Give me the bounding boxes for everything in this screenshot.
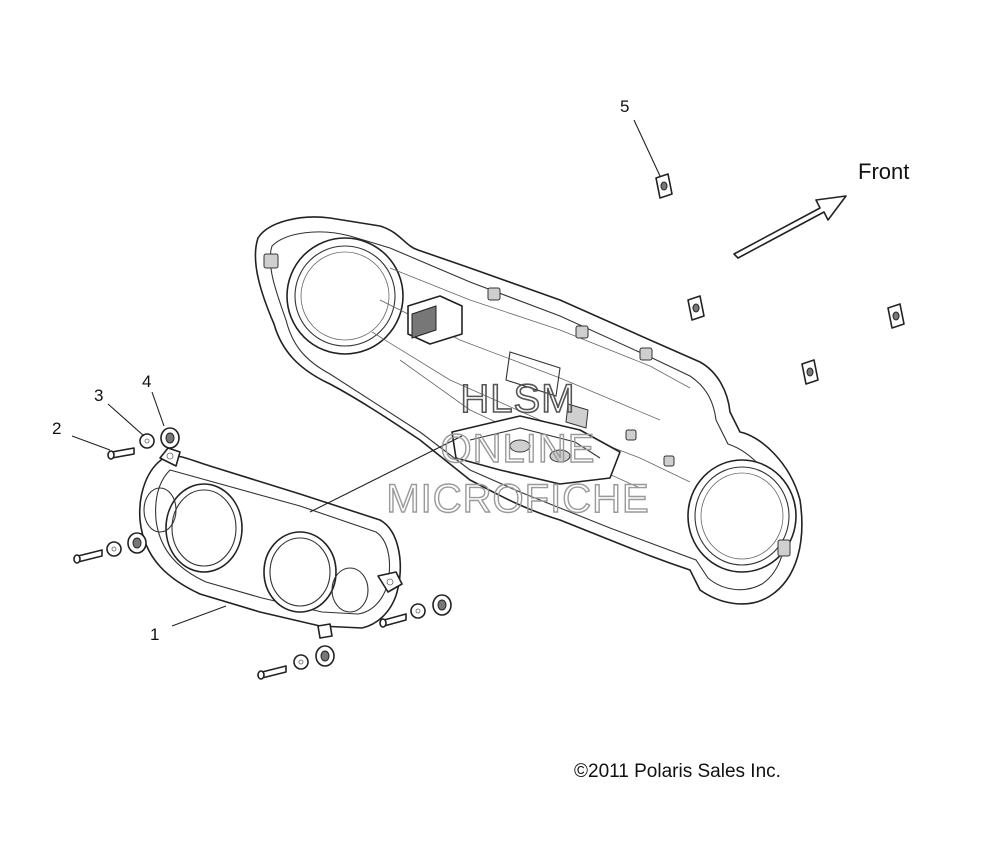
speed-nut-right [887, 303, 905, 329]
callout-1: 1 [150, 625, 159, 644]
callout-3: 3 [94, 386, 103, 405]
instrument-cluster [138, 447, 403, 639]
callout-4: 4 [142, 372, 151, 391]
front-arrow-icon [733, 195, 847, 259]
leader-panel-to-cluster [309, 435, 463, 513]
leader-3 [107, 403, 145, 437]
front-label: Front [858, 159, 909, 184]
leader-5 [633, 119, 661, 177]
leader-1 [171, 605, 227, 627]
watermark-line3: MICROFICHE [386, 477, 649, 521]
watermark: HLSM ONLINE MICROFICHE [386, 376, 650, 522]
speed-nut-top [655, 173, 673, 199]
callout-5: 5 [620, 97, 629, 116]
callout-2: 2 [52, 419, 61, 438]
leader-2 [71, 435, 111, 451]
hardware-set-left [73, 532, 147, 564]
watermark-line2: ONLINE [441, 427, 596, 471]
copyright-notice: ©2011 Polaris Sales Inc. [574, 761, 781, 782]
hardware-set-bottom [257, 645, 335, 680]
dash-panel-housing [254, 216, 803, 605]
leader-4 [151, 391, 165, 427]
leader-lines [71, 119, 661, 627]
hardware-set-top [107, 427, 180, 460]
hardware-set-right [379, 594, 452, 628]
speed-nut-lower [801, 359, 819, 385]
watermark-line1: HLSM [460, 377, 575, 421]
speed-nut-mid [687, 295, 705, 321]
